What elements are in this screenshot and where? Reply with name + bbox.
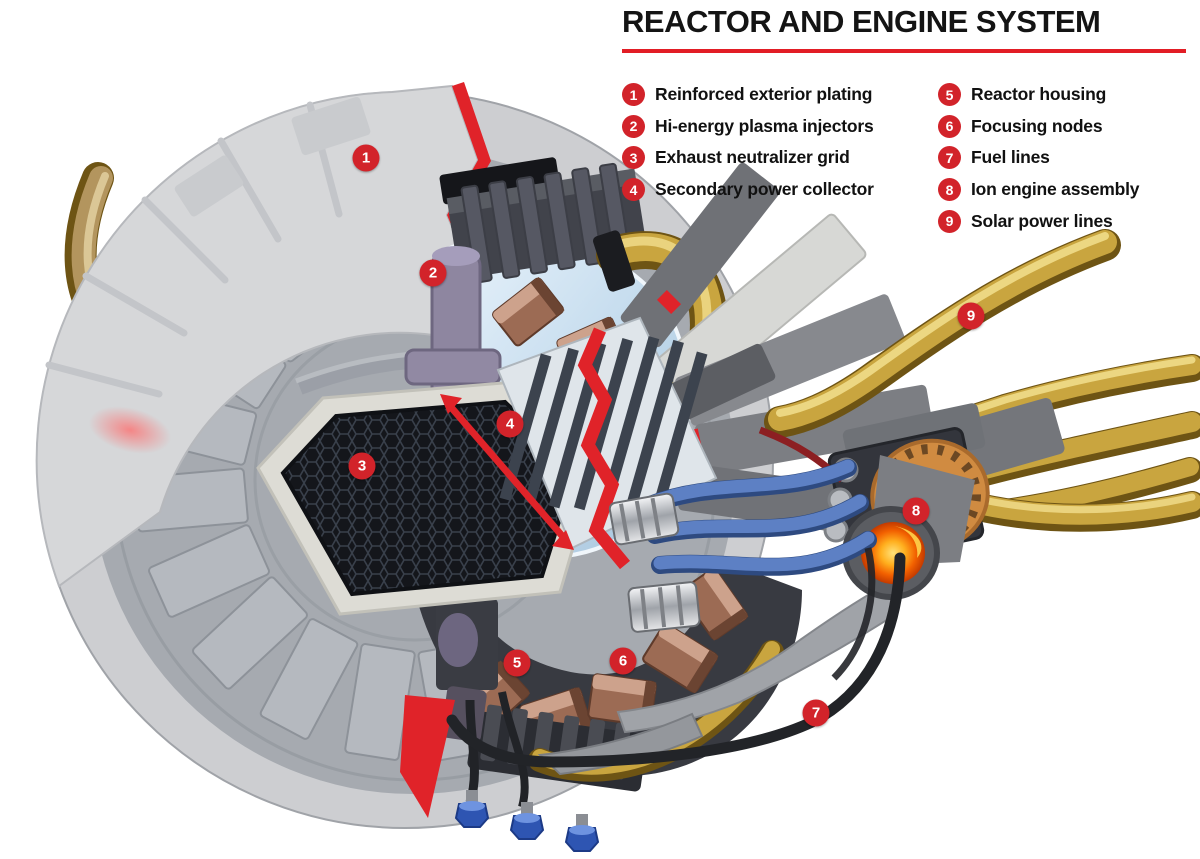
header: REACTOR AND ENGINE SYSTEM <box>622 4 1188 53</box>
legend-item: 6 Focusing nodes <box>938 111 1198 143</box>
callout-marker: 6 <box>609 647 637 675</box>
callout-marker: 9 <box>957 302 985 330</box>
callout-marker: 5 <box>503 649 531 677</box>
legend-number-badge: 5 <box>938 83 961 107</box>
housing-cut-edge <box>577 327 631 570</box>
title-rule <box>622 49 1186 53</box>
legend-label: Reinforced exterior plating <box>655 84 873 105</box>
legend-label: Hi-energy plasma injectors <box>655 115 874 136</box>
fuel-lines <box>446 547 906 768</box>
legend-label: Reactor housing <box>971 84 1107 105</box>
legend-column-1: 1 Reinforced exterior plating 2 Hi-energ… <box>622 79 938 237</box>
legend-item: 3 Exhaust neutralizer grid <box>622 142 938 174</box>
legend-number-badge: 6 <box>938 114 961 138</box>
legend-item: 2 Hi-energy plasma injectors <box>622 111 938 143</box>
power-collector <box>400 316 718 818</box>
legend-number-badge: 8 <box>938 178 961 202</box>
callout-marker: 8 <box>902 497 930 525</box>
legend-number-badge: 1 <box>622 83 645 107</box>
callout-marker: 4 <box>496 410 524 438</box>
legend-column-2: 5 Reactor housing 6 Focusing nodes 7 Fue… <box>938 79 1198 237</box>
legend-number-badge: 7 <box>938 146 961 170</box>
legend-item: 5 Reactor housing <box>938 79 1198 111</box>
cable-clamp <box>608 492 680 546</box>
radiator-vanes <box>620 162 934 538</box>
page-title: REACTOR AND ENGINE SYSTEM <box>622 4 1101 39</box>
exhaust-grid <box>256 380 600 616</box>
legend-label: Exhaust neutralizer grid <box>655 147 850 168</box>
legend-label: Secondary power collector <box>655 179 874 200</box>
callout-marker: 7 <box>802 699 830 727</box>
ion-engine-assembly <box>758 397 1065 600</box>
legend-item: 9 Solar power lines <box>938 205 1198 237</box>
legend-item: 1 Reinforced exterior plating <box>622 79 938 111</box>
legend-label: Fuel lines <box>971 147 1050 168</box>
collector-bracket <box>440 394 574 550</box>
callout-marker: 2 <box>419 259 447 287</box>
legend-number-badge: 9 <box>938 209 961 233</box>
blue-hex-nuts <box>454 790 600 852</box>
legend-item: 8 Ion engine assembly <box>938 174 1198 206</box>
legend-label: Solar power lines <box>971 210 1113 231</box>
callout-marker: 1 <box>352 144 380 172</box>
callout-marker: 3 <box>348 452 376 480</box>
legend-label: Ion engine assembly <box>971 179 1140 200</box>
legend-label: Focusing nodes <box>971 115 1103 136</box>
cable-clamp <box>627 581 701 633</box>
reactor-housing <box>408 555 802 852</box>
legend-item: 4 Secondary power collector <box>622 174 938 206</box>
coolant-cables <box>608 466 868 633</box>
legend-number-badge: 3 <box>622 146 645 170</box>
laser-glow <box>88 406 172 454</box>
legend: 1 Reinforced exterior plating 2 Hi-energ… <box>622 79 1198 237</box>
legend-number-badge: 2 <box>622 114 645 138</box>
legend-number-badge: 4 <box>622 178 645 202</box>
bottom-cut-edge <box>400 695 455 818</box>
legend-item: 7 Fuel lines <box>938 142 1198 174</box>
